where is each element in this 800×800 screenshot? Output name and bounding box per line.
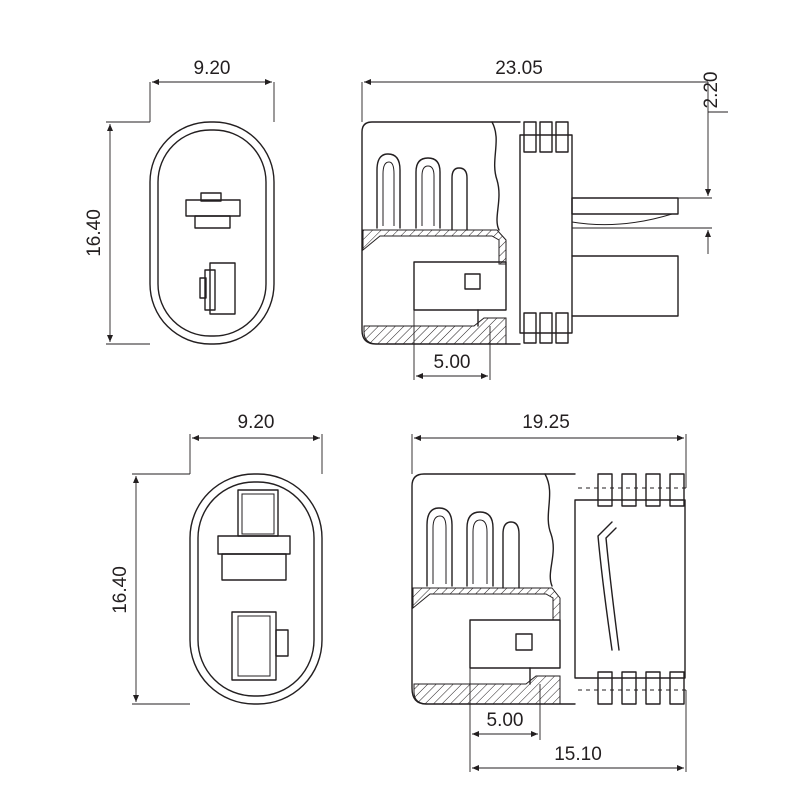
dim-top-end-width: 9.20 xyxy=(149,58,275,122)
terminal-contact xyxy=(413,261,507,311)
upper-terminal-base xyxy=(221,553,287,581)
rib xyxy=(669,671,685,705)
latch-finger-inner xyxy=(421,165,435,226)
latch-finger xyxy=(466,511,494,587)
upper-pin-bevel xyxy=(571,213,680,229)
upper-terminal-cap xyxy=(200,192,222,202)
dim-label: 16.40 xyxy=(84,209,105,257)
terminal-window xyxy=(464,273,481,290)
lower-pin xyxy=(571,255,679,317)
hatched-section xyxy=(362,229,507,265)
upper-terminal-body xyxy=(217,535,291,555)
upper-terminal-blade-inner xyxy=(241,493,275,535)
lower-terminal-tab xyxy=(199,277,207,299)
latch-finger-inner xyxy=(382,161,395,226)
bottom-side-view xyxy=(411,473,686,705)
dim-top-side-inner: 5.00 xyxy=(413,310,491,380)
dim-bottom-side-length: 19.25 xyxy=(411,412,687,488)
dim-bottom-side-inner: 5.00 xyxy=(469,668,541,772)
dim-label: 2.20 xyxy=(701,72,722,109)
rib xyxy=(621,671,637,705)
lower-terminal-body xyxy=(231,611,277,681)
flange-plate xyxy=(519,134,573,334)
dim-label: 23.05 xyxy=(495,58,543,79)
upper-pin xyxy=(571,197,679,215)
upper-terminal-body xyxy=(185,199,241,217)
rib xyxy=(539,312,553,344)
hatched-section xyxy=(413,675,561,705)
hatched-section xyxy=(363,317,507,345)
rib xyxy=(597,473,613,507)
hatched-section xyxy=(412,587,561,621)
rib xyxy=(523,121,537,153)
dim-label: 19.25 xyxy=(522,412,570,433)
dim-top-end-height: 16.40 xyxy=(84,121,150,345)
spring-wire xyxy=(597,521,613,651)
dim-label: 5.00 xyxy=(487,710,524,731)
dim-label: 9.20 xyxy=(238,412,275,433)
terminal-contact xyxy=(469,619,561,669)
upper-terminal-pin xyxy=(194,215,231,229)
lower-terminal-tab xyxy=(275,629,289,657)
rib xyxy=(597,671,613,705)
latch-finger xyxy=(426,507,453,587)
latch-finger xyxy=(502,521,520,589)
dim-label: 15.10 xyxy=(554,744,602,765)
top-end-view xyxy=(149,121,275,345)
end-view-inner-housing xyxy=(157,129,267,337)
dim-bottom-end-height: 16.40 xyxy=(110,473,190,705)
rib xyxy=(669,473,685,507)
end-view-outer-housing xyxy=(149,121,275,345)
dash-line xyxy=(578,487,686,691)
latch-finger-inner xyxy=(432,515,447,584)
rib xyxy=(645,671,661,705)
rib xyxy=(555,312,569,344)
housing-cut-line xyxy=(544,473,554,587)
end-view-outer-housing xyxy=(189,473,323,705)
spring-wire xyxy=(605,527,620,651)
dim-top-pin-thickness: 2.20 xyxy=(678,72,728,254)
housing-cut-line xyxy=(491,121,500,231)
seal-body xyxy=(574,499,686,679)
end-view-inner-housing xyxy=(197,481,315,697)
rib xyxy=(555,121,569,153)
lower-terminal-body xyxy=(209,262,236,315)
bottom-end-view xyxy=(189,473,323,705)
lower-terminal-inner xyxy=(237,615,271,677)
rib xyxy=(523,312,537,344)
dim-bottom-end-width: 9.20 xyxy=(189,412,323,474)
dim-label: 9.20 xyxy=(194,58,231,79)
dim-bottom-side-span: 15.10 xyxy=(472,690,687,772)
top-side-view xyxy=(361,121,680,345)
rib xyxy=(645,473,661,507)
terminal-window xyxy=(515,633,533,651)
dim-label: 16.40 xyxy=(110,566,131,614)
dim-label: 5.00 xyxy=(434,352,471,373)
dim-top-side-length: 23.05 xyxy=(361,58,708,122)
upper-terminal-blade xyxy=(237,489,279,537)
latch-finger-inner xyxy=(472,519,488,584)
latch-finger xyxy=(451,167,468,231)
rib xyxy=(539,121,553,153)
latch-finger xyxy=(376,153,401,229)
rib xyxy=(621,473,637,507)
latch-finger xyxy=(415,157,441,229)
lower-terminal-inner xyxy=(204,269,216,311)
